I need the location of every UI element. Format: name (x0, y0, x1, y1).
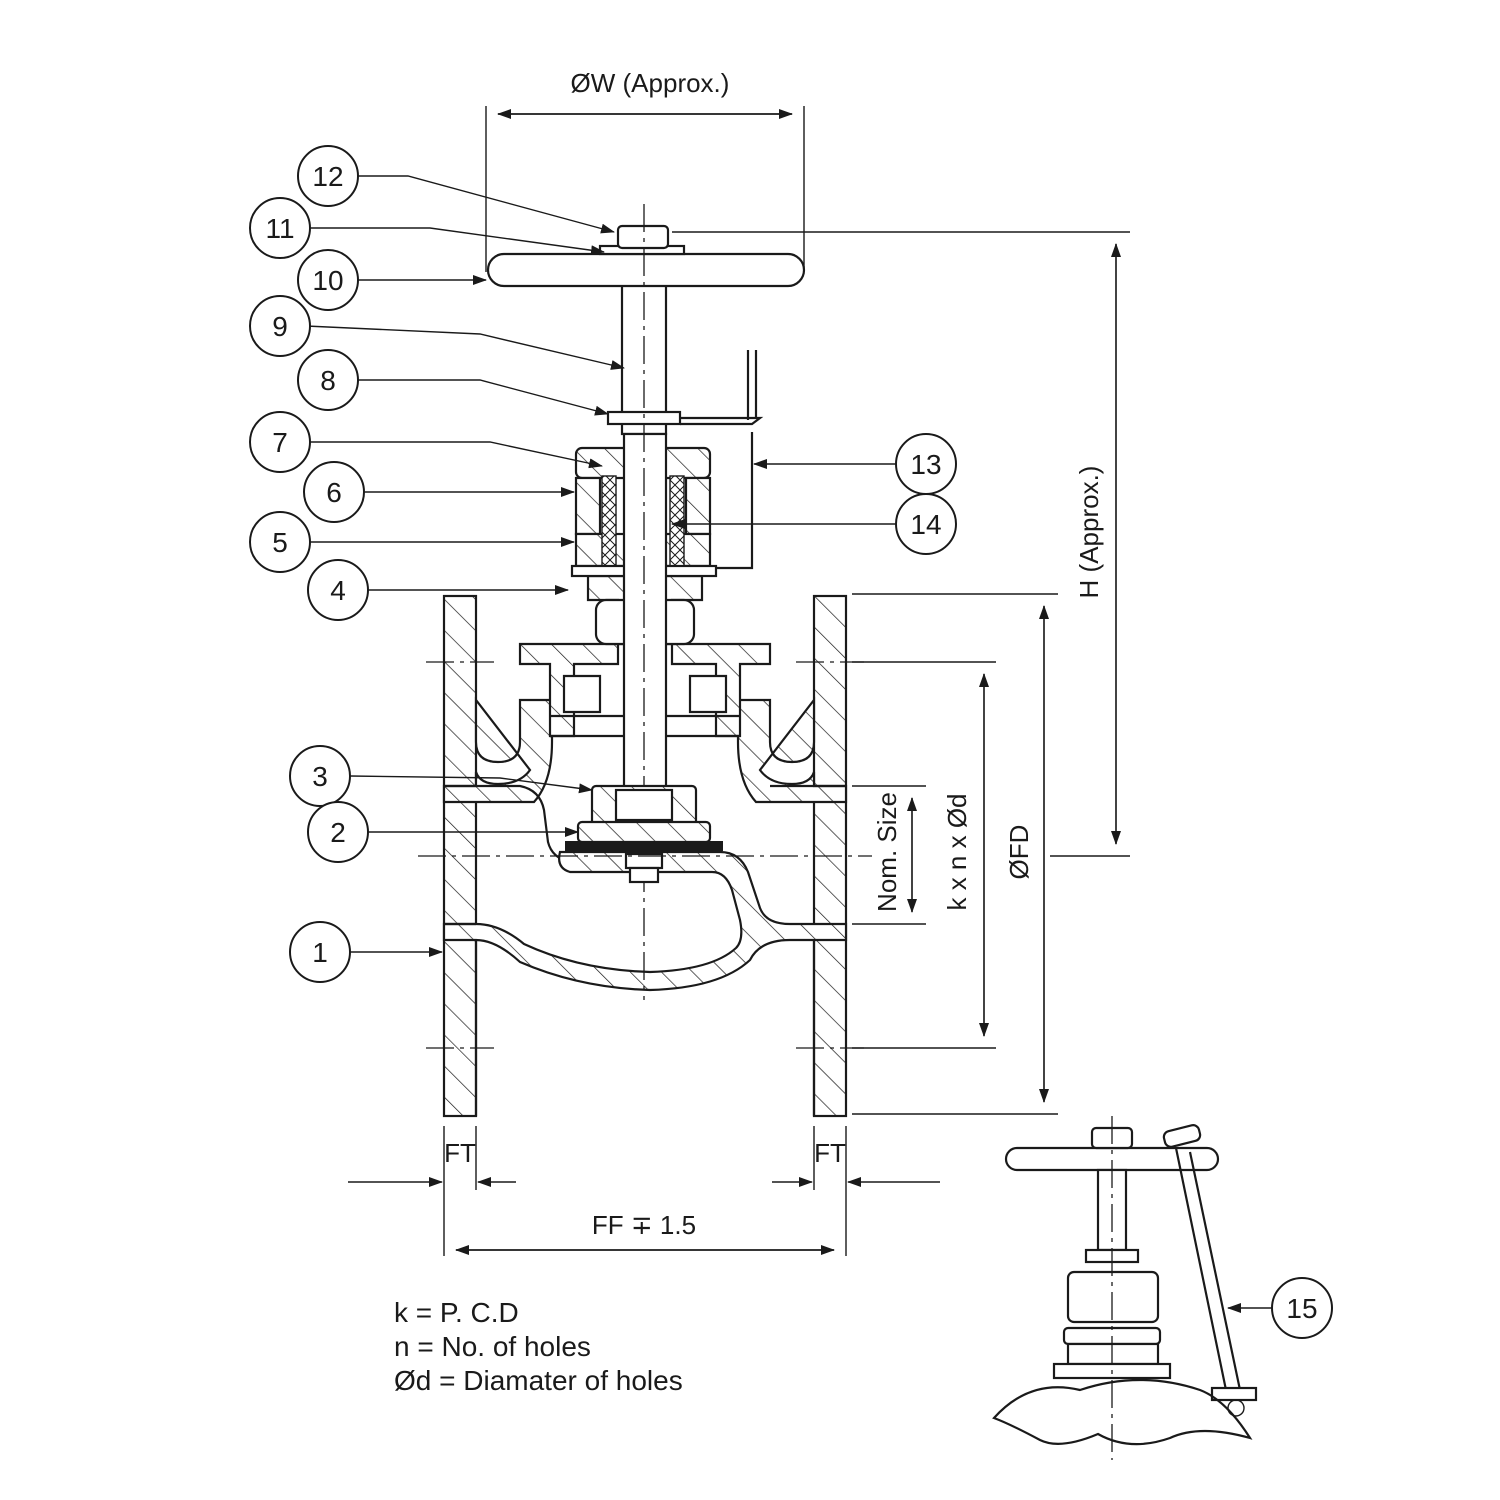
dim-flange-dia: ØFD (1004, 825, 1034, 880)
callout-1: 1 (289, 921, 351, 983)
dim-height: H (Approx.) (1074, 466, 1104, 599)
dim-nominal-size: Nom. Size (872, 792, 902, 912)
callout-12: 12 (297, 145, 359, 207)
dim-handwheel-dia: ØW (Approx.) (571, 68, 730, 98)
callout-14: 14 (895, 493, 957, 555)
svg-text:3: 3 (312, 761, 328, 792)
detail-view (992, 1116, 1258, 1460)
callout-5: 5 (249, 511, 311, 573)
legend-k: k = P. C.D (394, 1297, 519, 1328)
callout-2: 2 (307, 801, 369, 863)
dimension-lines (348, 106, 1130, 1256)
callout-11: 11 (249, 197, 311, 259)
callout-15: 15 (1271, 1277, 1333, 1339)
svg-text:14: 14 (910, 509, 941, 540)
svg-text:5: 5 (272, 527, 288, 558)
callout-10: 10 (297, 249, 359, 311)
legend: k = P. C.D n = No. of holes Ød = Diamate… (394, 1297, 683, 1396)
callout-4: 4 (307, 559, 369, 621)
stem-handwheel (486, 204, 806, 1000)
svg-text:15: 15 (1286, 1293, 1317, 1324)
svg-text:6: 6 (326, 477, 342, 508)
svg-text:7: 7 (272, 427, 288, 458)
svg-text:9: 9 (272, 311, 288, 342)
svg-text:10: 10 (312, 265, 343, 296)
dim-bolt-spec: k x n x Ød (942, 793, 972, 910)
callout-3: 3 (289, 745, 351, 807)
valve-body (426, 594, 864, 1118)
svg-text:12: 12 (312, 161, 343, 192)
legend-n: n = No. of holes (394, 1331, 591, 1362)
disc (565, 784, 723, 884)
dim-ft-right: FT (814, 1138, 846, 1168)
callout-9: 9 (249, 295, 311, 357)
dim-face-to-face: FF ∓ 1.5 (592, 1210, 696, 1240)
svg-text:13: 13 (910, 449, 941, 480)
legend-d: Ød = Diamater of holes (394, 1365, 683, 1396)
svg-text:8: 8 (320, 365, 336, 396)
callout-6: 6 (303, 461, 365, 523)
svg-text:11: 11 (265, 213, 294, 244)
callout-7: 7 (249, 411, 311, 473)
svg-text:4: 4 (330, 575, 346, 606)
svg-text:1: 1 (312, 937, 328, 968)
callout-8: 8 (297, 349, 359, 411)
svg-text:2: 2 (330, 817, 346, 848)
callout-13: 13 (895, 433, 957, 495)
leader-lines (305, 175, 1272, 1313)
dim-ft-left: FT (444, 1138, 476, 1168)
